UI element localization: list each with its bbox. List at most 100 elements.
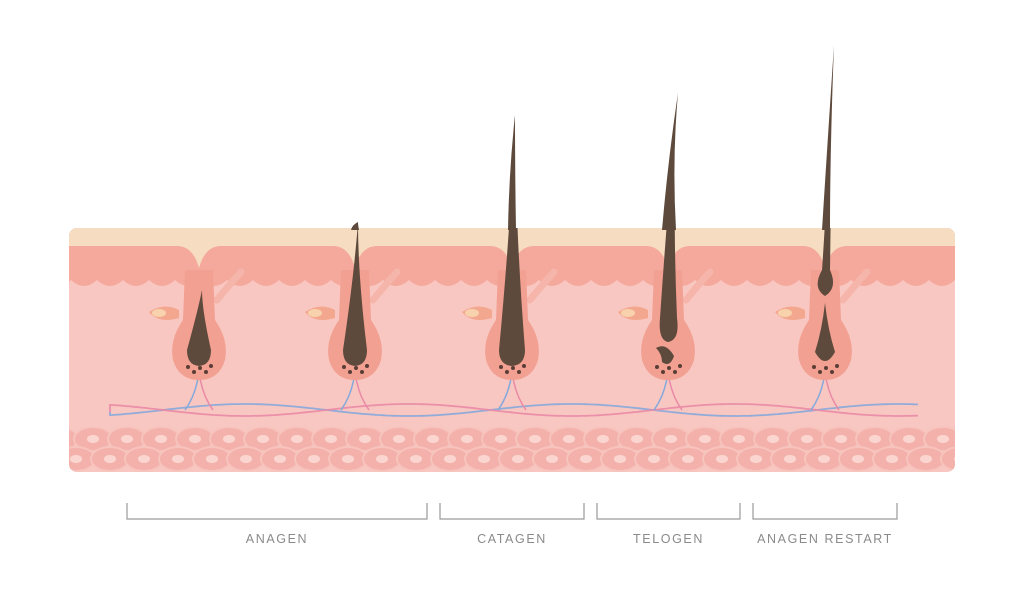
fat-cell-nucleus <box>121 435 133 443</box>
new-hair-germ <box>656 346 674 364</box>
fat-cell-nucleus <box>852 455 864 463</box>
fat-cell-nucleus <box>461 435 473 443</box>
arrector-pili-muscle <box>213 268 245 304</box>
fat-cell-nucleus <box>750 455 762 463</box>
vein <box>109 403 919 417</box>
fat-cell-nucleus <box>257 435 269 443</box>
dermal-papilla-dot <box>830 370 834 374</box>
dermal-papilla-dot <box>354 366 358 370</box>
fat-cell-nucleus <box>240 455 252 463</box>
fat-cell-nucleus <box>308 455 320 463</box>
hair-follicle <box>618 228 714 411</box>
arrector-pili-muscle <box>526 268 558 304</box>
hair-shaft <box>499 228 525 366</box>
phase-bracket <box>126 503 428 520</box>
dermal-papilla-dot <box>209 364 213 368</box>
dermal-papilla-dot <box>342 365 346 369</box>
fat-cell-nucleus <box>920 455 932 463</box>
dermal-papilla-dot <box>667 366 671 370</box>
dermal-papilla-dot <box>499 365 503 369</box>
fat-cell-nucleus <box>903 435 915 443</box>
arrector-pili-muscle <box>369 268 401 304</box>
fat-cell-nucleus <box>580 455 592 463</box>
sebaceous-gland-inner <box>308 309 322 317</box>
sebaceous-gland-inner <box>621 309 635 317</box>
hair-follicle <box>305 228 401 411</box>
fat-cell-nucleus <box>342 455 354 463</box>
sebaceous-gland-inner <box>152 309 166 317</box>
sebaceous-gland-inner <box>465 309 479 317</box>
fat-cell-nucleus <box>835 435 847 443</box>
fat-cell-nucleus <box>189 435 201 443</box>
dermal-papilla-dot <box>517 370 521 374</box>
fat-cell-nucleus <box>172 455 184 463</box>
phase-bracket <box>752 503 898 520</box>
fat-cell-nucleus <box>699 435 711 443</box>
fat-cell-nucleus <box>206 455 218 463</box>
club-hair <box>659 228 678 342</box>
fat-cell-nucleus <box>937 435 949 443</box>
fat-cell-nucleus <box>648 455 660 463</box>
hair-shaft-above-skin <box>662 93 678 230</box>
dermal-papilla-dot <box>198 366 202 370</box>
dermal-papilla-dot <box>818 370 822 374</box>
fat-cell-nucleus <box>563 435 575 443</box>
fat-cell-nucleus <box>767 435 779 443</box>
dermal-papilla-dot <box>365 364 369 368</box>
fat-cell-nucleus <box>444 455 456 463</box>
fat-cell-nucleus <box>886 455 898 463</box>
arrector-pili-muscle <box>682 268 714 304</box>
phase-label-telogen: TELOGEN <box>633 532 704 546</box>
fat-cell-nucleus <box>274 455 286 463</box>
fat-cell-nucleus <box>478 455 490 463</box>
dermal-papilla-dot <box>204 370 208 374</box>
dermal-papilla-dot <box>835 364 839 368</box>
fat-cell <box>940 446 955 472</box>
fat-cell-nucleus <box>869 435 881 443</box>
fat-cell-nucleus <box>801 435 813 443</box>
fat-cell-nucleus <box>410 455 422 463</box>
fat-cell-nucleus <box>70 455 82 463</box>
fat-cell-nucleus <box>155 435 167 443</box>
fat-cell-nucleus <box>104 455 116 463</box>
artery <box>109 403 919 417</box>
phase-bracket <box>596 503 741 520</box>
dermal-papilla-dot <box>522 364 526 368</box>
fat-cell-nucleus <box>597 435 609 443</box>
sebaceous-gland-inner <box>778 309 792 317</box>
dermal-papilla-dot <box>673 370 677 374</box>
dermal-papilla-dot <box>505 370 509 374</box>
fat-cell-nucleus <box>631 435 643 443</box>
fat-cell-nucleus <box>971 435 983 443</box>
dermal-papilla-dot <box>812 365 816 369</box>
dermal-papilla-dot <box>192 370 196 374</box>
hair-shaft-above-skin <box>351 222 359 230</box>
fat-cell-nucleus <box>393 435 405 443</box>
fat-cell-nucleus <box>665 435 677 443</box>
hair-follicle <box>462 228 558 411</box>
fat-cell-nucleus <box>614 455 626 463</box>
fat-cell-nucleus <box>546 455 558 463</box>
dermal-papilla-dot <box>348 370 352 374</box>
phase-label-catagen: CATAGEN <box>477 532 547 546</box>
dermal-papilla-dot <box>655 365 659 369</box>
fat-cell-nucleus <box>87 435 99 443</box>
hair-follicle <box>775 228 871 411</box>
fat-cell-nucleus <box>291 435 303 443</box>
dermal-papilla-dot <box>360 370 364 374</box>
fat-cell-nucleus <box>529 435 541 443</box>
fat-cell-nucleus <box>427 435 439 443</box>
fat-cell-nucleus <box>716 455 728 463</box>
phase-bracket <box>439 503 585 520</box>
hair-shaft <box>343 228 367 366</box>
club-hair <box>817 228 834 296</box>
fat-cell-nucleus <box>53 435 65 443</box>
dermal-papilla-dot <box>824 366 828 370</box>
skin-cross-section <box>53 228 983 472</box>
fat-cell-nucleus <box>682 455 694 463</box>
phase-label-anagen-restart: ANAGEN RESTART <box>757 532 893 546</box>
fat-cell-nucleus <box>376 455 388 463</box>
fat-cell-nucleus <box>495 435 507 443</box>
dermal-papilla-dot <box>511 366 515 370</box>
